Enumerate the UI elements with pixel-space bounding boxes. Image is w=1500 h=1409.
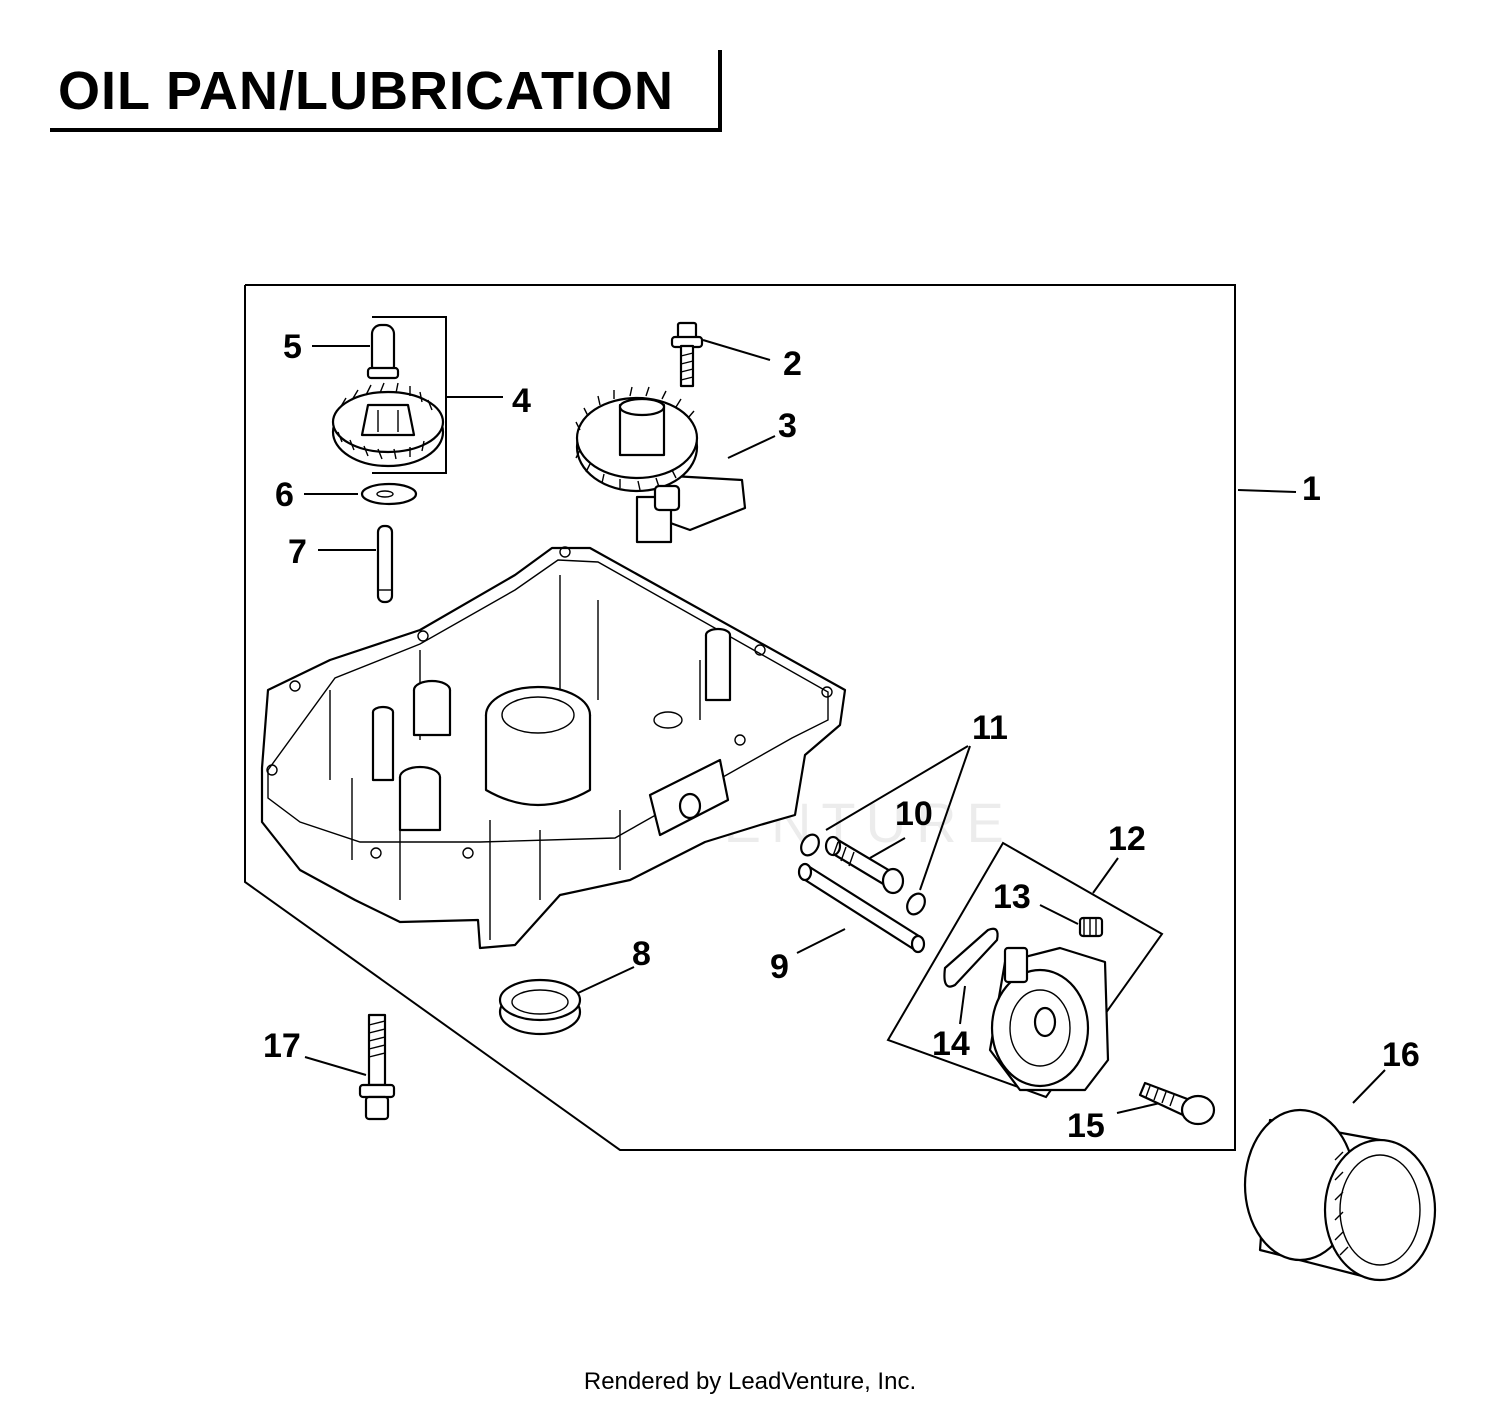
callout-15: 15 — [1067, 1107, 1105, 1145]
part-4-governor-gear — [331, 382, 445, 468]
callout-8: 8 — [632, 935, 651, 973]
part-13-plug — [1078, 916, 1104, 938]
part-5-pin — [366, 323, 400, 380]
part-8-oil-seal — [498, 978, 582, 1036]
callout-5: 5 — [283, 328, 302, 366]
part-2-bolt — [670, 321, 704, 388]
part-3-pump-gear — [575, 386, 747, 544]
part-7-shaft — [376, 524, 394, 604]
callout-17: 17 — [263, 1027, 301, 1065]
callout-7: 7 — [288, 533, 307, 571]
callout-3: 3 — [778, 407, 797, 445]
item-4-bracket — [372, 316, 447, 474]
part-12-pump-cover — [988, 946, 1110, 1092]
oil-pan-body — [260, 546, 847, 950]
part-10-pipe — [824, 835, 905, 895]
footer-credit: Rendered by LeadVenture, Inc. — [583, 1368, 917, 1395]
callout-9: 9 — [770, 948, 789, 986]
kit-outline — [244, 284, 1236, 1151]
callout-6: 6 — [275, 476, 294, 514]
leader-lines — [304, 339, 1386, 1114]
part-15-screw — [1138, 1081, 1216, 1126]
page-title: OIL PAN/LUBRICATION — [58, 61, 674, 121]
part-16-oil-filter — [1243, 1108, 1437, 1282]
item-12-box — [886, 841, 1164, 1099]
callout-2: 2 — [783, 345, 802, 383]
callout-13: 13 — [993, 878, 1031, 916]
part-17-stud-bolt — [358, 1013, 396, 1121]
callout-numbers: 1 2 3 4 5 6 7 8 9 10 11 12 13 14 15 16 1… — [263, 328, 1420, 1145]
callout-1: 1 — [1302, 470, 1321, 508]
callout-11: 11 — [972, 709, 1008, 747]
callout-16: 16 — [1382, 1036, 1420, 1074]
callout-4: 4 — [512, 382, 531, 420]
callout-12: 12 — [1108, 820, 1146, 858]
callout-14: 14 — [932, 1025, 970, 1063]
callout-10: 10 — [895, 795, 933, 833]
part-6-washer — [360, 482, 418, 506]
part-9-tube — [797, 862, 926, 954]
part-14-gasket — [943, 927, 999, 988]
part-11-o-rings — [800, 833, 926, 916]
title-box: OIL PAN/LUBRICATION — [50, 50, 722, 132]
